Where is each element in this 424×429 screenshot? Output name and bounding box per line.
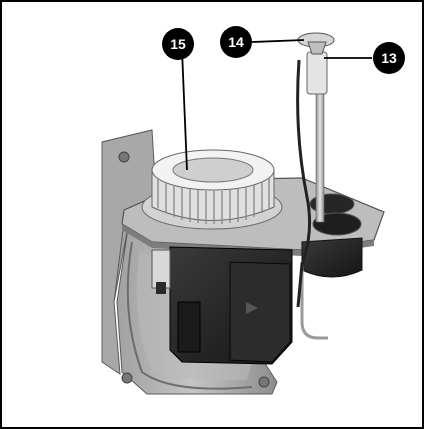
motor-block-label-arrow xyxy=(246,302,258,314)
housing-inner-shade xyxy=(136,250,252,381)
callout-15-label: 15 xyxy=(170,36,186,52)
tube-line xyxy=(300,262,328,340)
blower-wheel xyxy=(151,149,275,224)
leader-line-14 xyxy=(251,39,305,43)
screw-bottom-right xyxy=(258,376,270,388)
sensor-cable xyxy=(296,59,312,308)
housing-inner-curve xyxy=(126,241,253,390)
motor-block-front xyxy=(229,261,291,363)
callout-14: 14 xyxy=(220,26,252,58)
leader-line-15 xyxy=(181,49,188,171)
housing-side-wall xyxy=(101,129,158,375)
port-opening-front xyxy=(312,212,362,236)
callout-15: 15 xyxy=(162,28,194,60)
screw-top-left xyxy=(118,151,130,163)
top-cap-neck xyxy=(307,41,327,55)
callout-13: 13 xyxy=(373,42,405,74)
callout-14-label: 14 xyxy=(228,34,244,50)
screw-bottom-left xyxy=(121,372,133,384)
callout-13-label: 13 xyxy=(381,50,397,66)
left-connector-plug xyxy=(156,282,166,294)
motor-block-side xyxy=(177,301,201,353)
port-cylinder xyxy=(301,237,363,278)
